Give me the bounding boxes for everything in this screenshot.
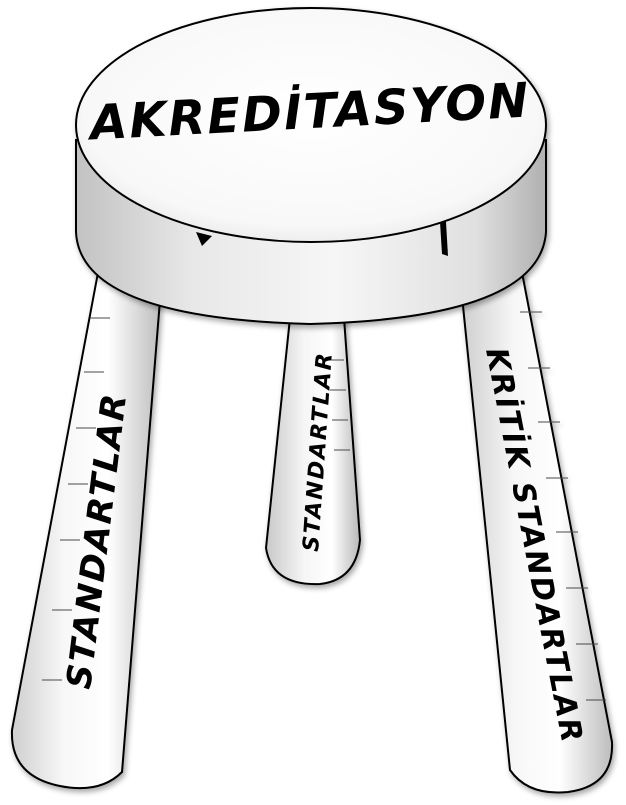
seat: AKREDİTASYON (76, 8, 546, 324)
middle-leg: STANDARTLAR (266, 318, 360, 584)
right-leg: KRİTİK STANDARTLAR (462, 262, 612, 793)
left-leg: STANDARTLAR (12, 262, 160, 788)
